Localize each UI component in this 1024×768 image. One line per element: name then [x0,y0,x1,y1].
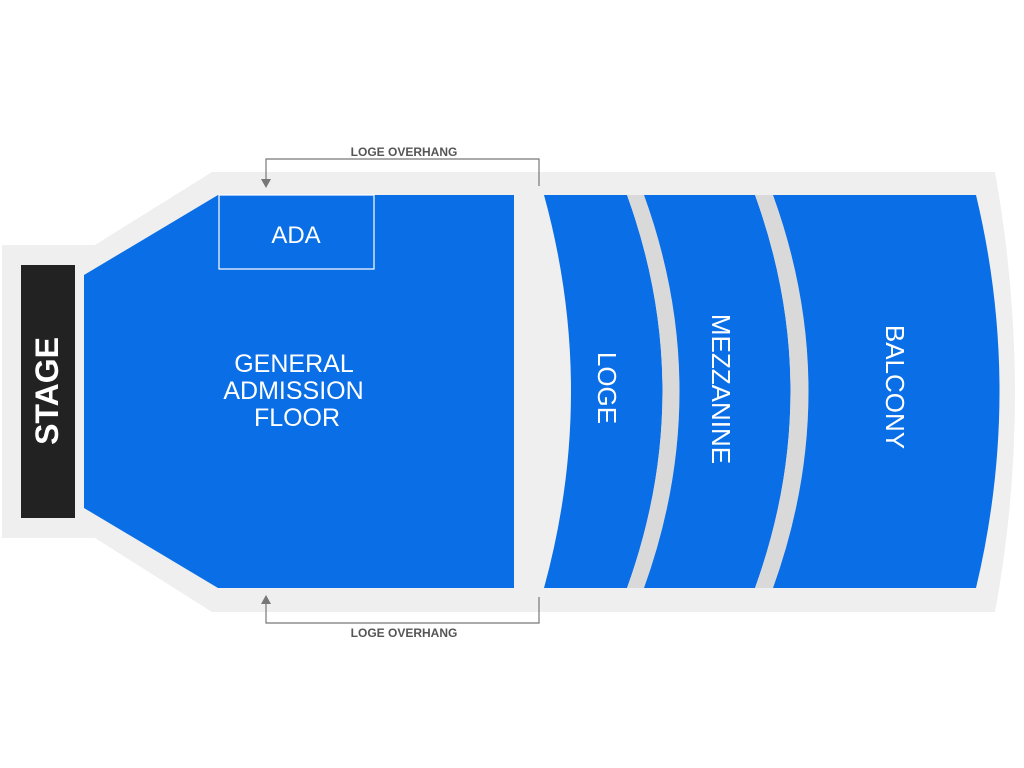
section-balcony-label: BALCONY [880,325,910,449]
stage-label: STAGE [29,337,65,445]
overhang-bracket-bottom [265,597,540,624]
stage[interactable] [21,265,75,518]
section-ada[interactable] [218,194,375,270]
overhang-bracket-top [265,158,540,186]
divider-mezzanine-balcony [755,195,809,588]
section-ga-floor-label: GENERAL ADMISSION FLOOR [223,350,370,432]
section-mezzanine[interactable] [644,195,791,588]
loge-overhang-top: LOGE OVERHANG [261,145,540,188]
loge-overhang-top-label: LOGE OVERHANG [351,145,458,159]
section-ada-label: ADA [271,222,320,249]
section-loge-label: LOGE [592,352,622,424]
loge-overhang-bottom: LOGE OVERHANG [261,595,540,640]
arrow-up-icon [261,595,271,604]
section-ga-floor[interactable] [84,195,514,588]
section-mezzanine-label: MEZZANINE [706,314,736,464]
section-loge[interactable] [544,195,663,588]
section-balcony[interactable] [773,195,1000,588]
loge-overhang-bottom-label: LOGE OVERHANG [351,626,458,640]
arrow-down-icon [261,179,271,188]
divider-loge-mezzanine [627,195,680,588]
